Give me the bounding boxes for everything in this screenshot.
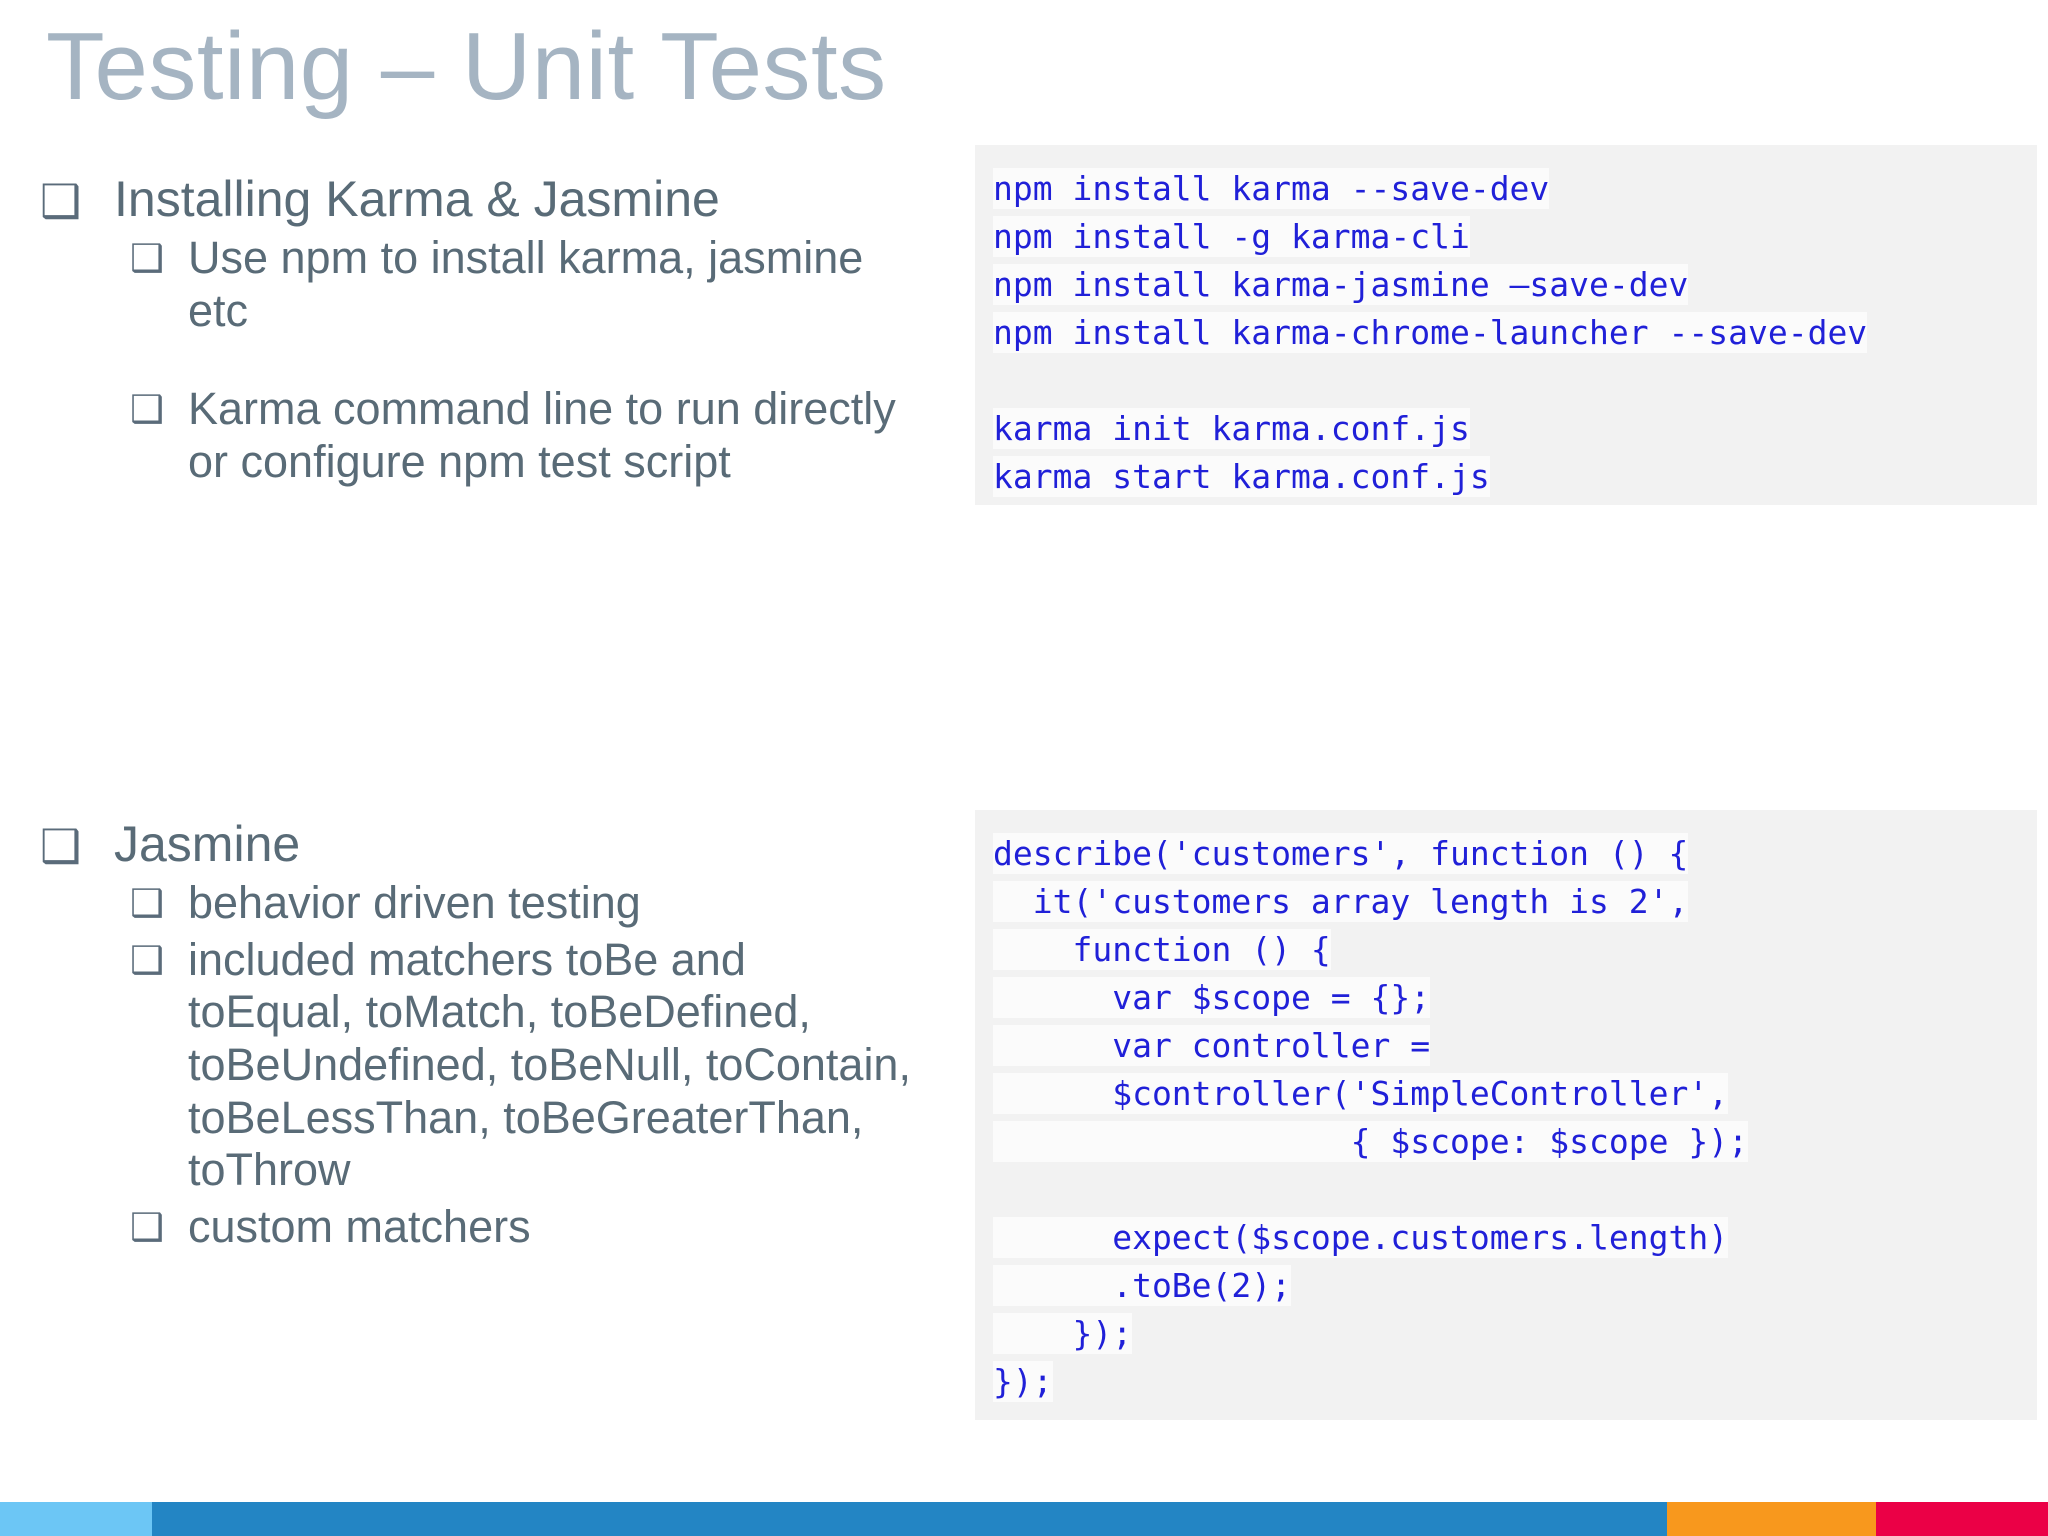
jasmine-code-line: }); — [993, 1313, 1133, 1354]
jasmine-code-line: $controller('SimpleController', — [993, 1073, 1729, 1114]
list-item: ❑ Karma command line to run directly or … — [130, 383, 920, 488]
jasmine-code-line: { $scope: $scope }); — [993, 1121, 1748, 1162]
list-item: ❑ included matchers toBe and toEqual, to… — [130, 934, 920, 1197]
karma-code-line: karma init karma.conf.js — [993, 408, 1470, 449]
bar-segment-light-blue — [0, 1502, 152, 1536]
karma-code-line: npm install karma-chrome-launcher --save… — [993, 312, 1868, 353]
karma-code-line: karma start karma.conf.js — [993, 456, 1490, 497]
list-item: ❑ custom matchers — [130, 1201, 920, 1254]
karma-code-line — [993, 357, 2037, 405]
checkbox-bullet-icon: ❑ — [130, 1206, 165, 1249]
bar-segment-blue — [151, 1502, 1668, 1536]
jasmine-code-line — [993, 1166, 2037, 1214]
checkbox-bullet-icon: ❑ — [40, 820, 82, 872]
bullet-group-installing: ❑ Installing Karma & Jasmine ❑ Use npm t… — [40, 170, 920, 493]
bullet-group-jasmine: ❑ Jasmine ❑ behavior driven testing ❑ in… — [40, 815, 920, 1257]
bullet-heading-installing: ❑ Installing Karma & Jasmine — [40, 170, 920, 228]
list-item-label: Karma command line to run directly or co… — [188, 383, 896, 487]
page-title: Testing – Unit Tests — [46, 13, 887, 120]
bottom-accent-bar — [0, 1502, 2048, 1536]
karma-code-line: npm install karma --save-dev — [993, 168, 1550, 209]
code-lines-jasmine: describe('customers', function () { it('… — [993, 830, 2037, 1406]
bullet-heading-jasmine: ❑ Jasmine — [40, 815, 920, 873]
list-item: ❑ behavior driven testing — [130, 877, 920, 930]
jasmine-code-line: it('customers array length is 2', — [993, 881, 1689, 922]
jasmine-code-line: .toBe(2); — [993, 1265, 1292, 1306]
code-block-karma-install: npm install karma --save-dev npm install … — [975, 145, 2037, 505]
jasmine-code-line: var $scope = {}; — [993, 977, 1431, 1018]
list-item-label: custom matchers — [188, 1200, 531, 1252]
spacer — [40, 341, 920, 383]
list-item: ❑ Use npm to install karma, jasmine etc — [130, 232, 920, 337]
jasmine-code-line: expect($scope.customers.length) — [993, 1217, 1729, 1258]
karma-code-line: npm install karma-jasmine –save-dev — [993, 264, 1689, 305]
karma-code-line: npm install -g karma-cli — [993, 216, 1470, 257]
jasmine-code-line: }); — [993, 1361, 1053, 1402]
list-item-label: behavior driven testing — [188, 877, 641, 928]
jasmine-code-line: describe('customers', function () { — [993, 833, 1689, 874]
code-block-jasmine-spec: describe('customers', function () { it('… — [975, 810, 2037, 1420]
jasmine-code-line: function () { — [993, 929, 1331, 970]
checkbox-bullet-icon: ❑ — [130, 238, 165, 280]
bullet-heading-label: Installing Karma & Jasmine — [114, 171, 720, 227]
list-item-label: included matchers toBe and toEqual, toMa… — [188, 933, 911, 1196]
bullet-heading-label: Jasmine — [114, 816, 301, 872]
checkbox-bullet-icon: ❑ — [130, 389, 165, 432]
bar-segment-orange — [1667, 1502, 1876, 1536]
bar-segment-crimson — [1875, 1502, 2048, 1536]
list-item-label: Use npm to install karma, jasmine etc — [188, 232, 864, 336]
checkbox-bullet-icon: ❑ — [130, 939, 165, 982]
slide-content: ❑ Installing Karma & Jasmine ❑ Use npm t… — [0, 145, 2048, 1470]
jasmine-code-line: var controller = — [993, 1025, 1431, 1066]
checkbox-bullet-icon: ❑ — [40, 175, 82, 227]
code-lines-karma: npm install karma --save-dev npm install … — [993, 165, 2037, 501]
checkbox-bullet-icon: ❑ — [130, 883, 165, 925]
